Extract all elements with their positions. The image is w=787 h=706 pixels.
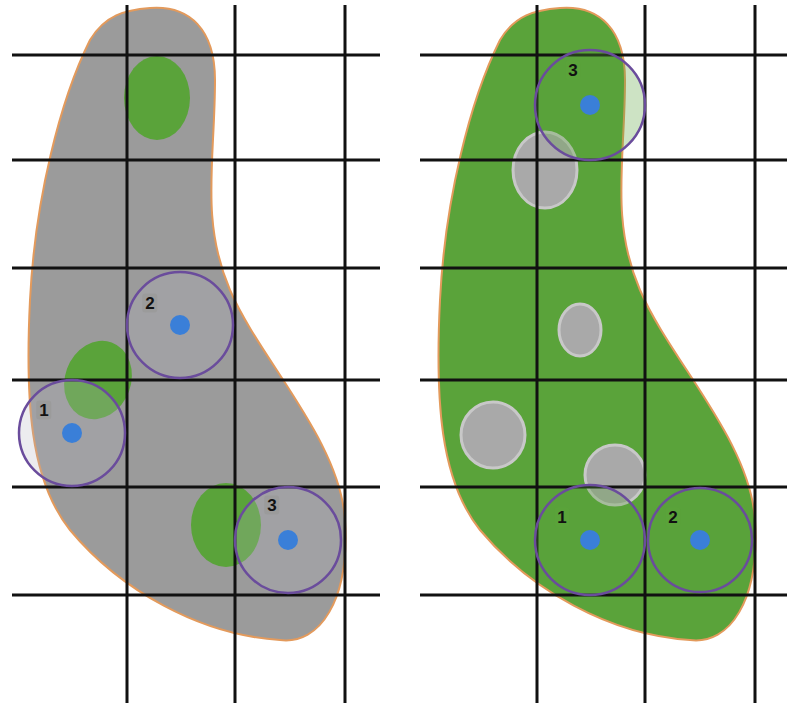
sample-circle [535,50,752,595]
grid [12,5,380,703]
right-panel [420,5,787,703]
green-patch [124,56,190,140]
gray-patch [559,304,601,356]
callout-number: 3 [264,496,279,515]
grid [420,5,787,703]
gray-patch [461,402,525,468]
callout-number: 2 [142,294,157,313]
green-region [438,8,755,641]
sample-point [62,315,298,550]
sample-point [580,95,710,550]
gray-region [28,8,345,641]
sample-circle [19,272,341,593]
callout-number: 1 [554,508,569,527]
callout-number: 3 [565,61,580,80]
callout-number: 2 [665,508,680,527]
callout-number: 1 [36,401,51,420]
left-panel [12,5,380,703]
